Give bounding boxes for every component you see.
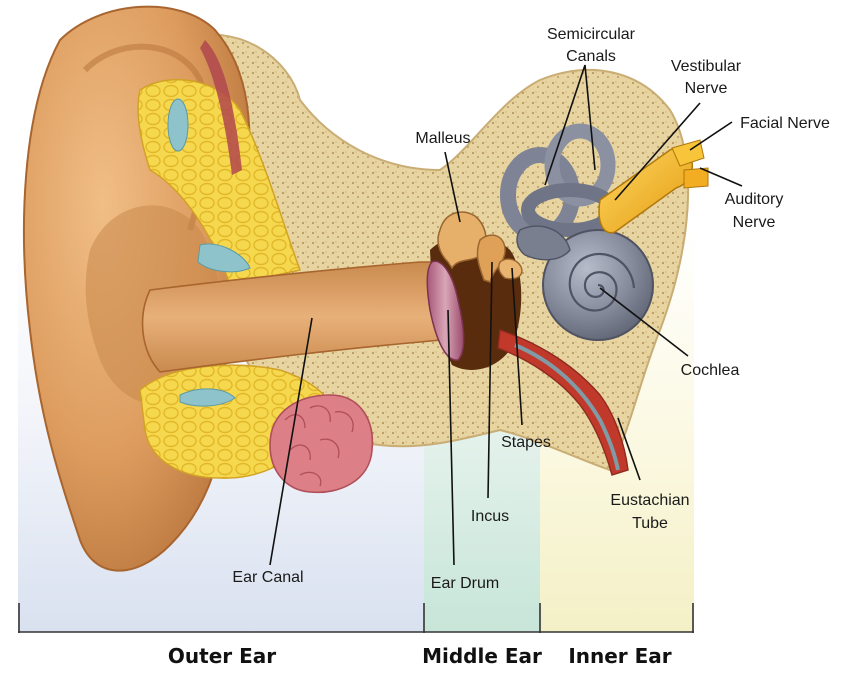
leader-semicircular-a (544, 64, 586, 186)
leader-malleus (444, 151, 461, 223)
leader-auditory (699, 167, 743, 187)
gland-tissue (269, 394, 374, 494)
label-facial-nerve: Facial Nerve (740, 115, 830, 132)
region-label-inner-ear: Inner Ear (568, 644, 671, 668)
leader-lines (269, 64, 743, 566)
leader-incus (487, 261, 493, 499)
cartilage-blue-spot-3 (179, 388, 236, 407)
incus-bone (476, 234, 506, 283)
label-eustachian-tube-line2: Tube (632, 515, 668, 532)
region-brackets (18, 603, 694, 633)
region-label-middle-ear: Middle Ear (422, 644, 542, 668)
leader-ear-drum (447, 309, 455, 566)
label-malleus: Malleus (415, 130, 470, 147)
label-cochlea: Cochlea (681, 362, 740, 379)
label-auditory-nerve-line1: Auditory (725, 191, 784, 208)
leader-semicircular-b (584, 64, 596, 171)
cartilage-blue-spot-1 (167, 98, 189, 152)
cochlea-spiral (568, 252, 636, 312)
label-eustachian-tube-line1: Eustachian (610, 492, 689, 509)
eardrum-membrane (426, 260, 465, 361)
pinna-muscle-strip (200, 40, 242, 175)
vestibule (516, 225, 571, 261)
leader-vestibular (614, 102, 701, 201)
label-semicircular-canals-line2: Canals (566, 48, 616, 65)
leader-eustachian (617, 417, 641, 481)
nerve-branch-lower (683, 167, 709, 189)
leader-ear-canal (269, 317, 313, 566)
leader-stapes (511, 267, 523, 426)
label-stapes: Stapes (501, 434, 551, 451)
eustachian-tube-band (514, 343, 620, 471)
label-incus: Incus (471, 508, 509, 525)
leader-facial (689, 121, 733, 151)
label-vestibular-nerve-line2: Nerve (685, 80, 728, 97)
stapes-bone (498, 258, 523, 280)
cartilage-blue-spot-2 (197, 243, 251, 273)
leader-cochlea (599, 287, 689, 357)
label-auditory-nerve-line2: Nerve (733, 214, 776, 231)
gland-lobules (284, 405, 354, 487)
label-semicircular-canals-line1: Semicircular (547, 26, 636, 43)
region-label-outer-ear: Outer Ear (168, 644, 276, 668)
label-ear-canal: Ear Canal (232, 569, 303, 586)
label-vestibular-nerve-line1: Vestibular (671, 58, 742, 75)
label-ear-drum: Ear Drum (431, 575, 499, 592)
ear-canal-tube (141, 261, 441, 373)
